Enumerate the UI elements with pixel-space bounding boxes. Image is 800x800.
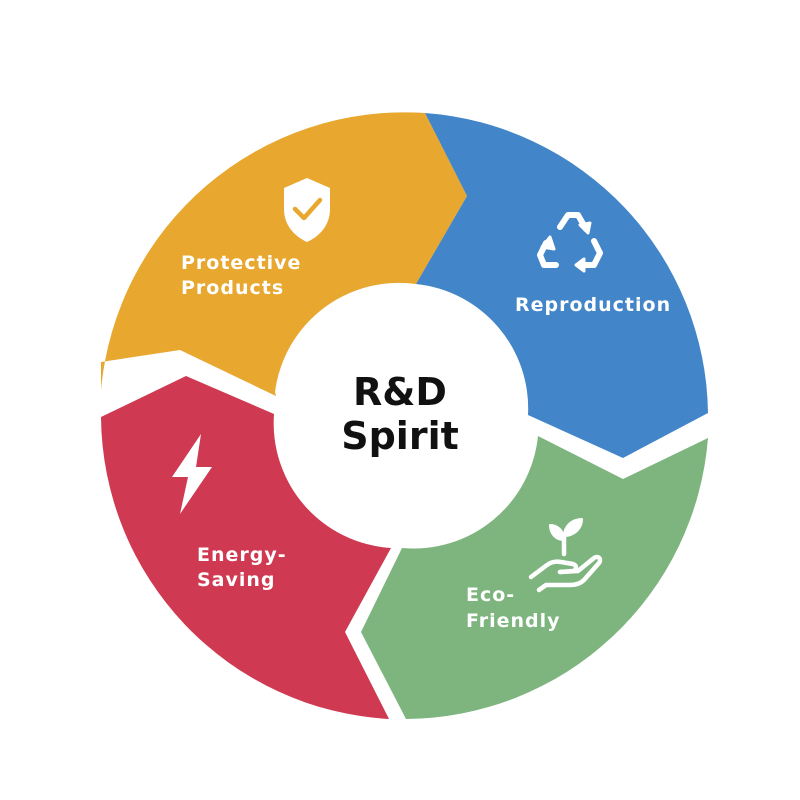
label-energy-line2: Saving <box>197 569 276 591</box>
label-protective-line1: Protective <box>181 252 301 274</box>
lightning-bolt-icon <box>172 434 212 514</box>
segment-energy-saving <box>101 376 391 719</box>
shield-check-icon <box>284 178 330 242</box>
label-energy-line1: Energy- <box>197 544 287 566</box>
segment-protective-products <box>101 112 467 397</box>
recycle-icon <box>537 212 603 273</box>
hand-sprout-icon <box>528 518 603 593</box>
center-circle <box>277 290 523 536</box>
center-title-line1: R&D <box>353 370 447 414</box>
segment-reproduction <box>416 113 708 458</box>
label-eco-line2: Friendly <box>466 610 561 632</box>
label-eco-line1: Eco- <box>466 584 515 606</box>
segment-eco-friendly <box>361 436 708 719</box>
label-reproduction: Reproduction <box>515 294 671 316</box>
center-title-line2: Spirit <box>341 414 459 458</box>
label-protective-line2: Products <box>181 277 284 299</box>
